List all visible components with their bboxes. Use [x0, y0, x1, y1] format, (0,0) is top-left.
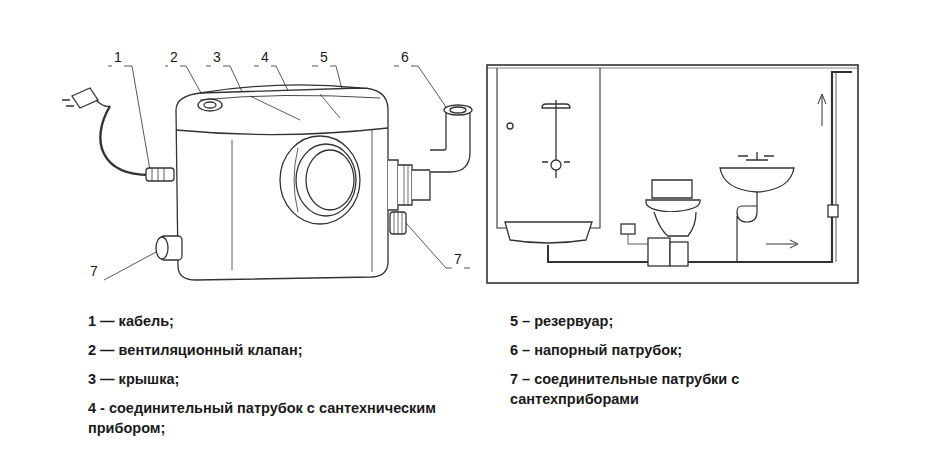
callout-number: 7	[88, 262, 100, 281]
callout-number: 5	[318, 48, 330, 67]
part-description: 7 – соединительные патрубки с сантехприб…	[510, 370, 760, 409]
callout-number: 3	[211, 48, 223, 67]
part-description: 1 — кабель;	[88, 312, 488, 332]
callout-number: 7	[452, 250, 464, 269]
callout-number: 1	[112, 48, 124, 67]
part-description: 3 — крышка;	[88, 370, 488, 390]
part-description: 2 — вентиляционный клапан;	[88, 341, 488, 361]
part-description: 4 - соединительный патрубок с сантехниче…	[88, 399, 440, 438]
callout-number: 6	[399, 48, 411, 67]
part-description: 5 – резервуар;	[510, 312, 910, 332]
callout-number: 4	[259, 48, 271, 67]
callout-number: 2	[168, 48, 180, 67]
part-description: 6 – напорный патрубок;	[510, 341, 910, 361]
